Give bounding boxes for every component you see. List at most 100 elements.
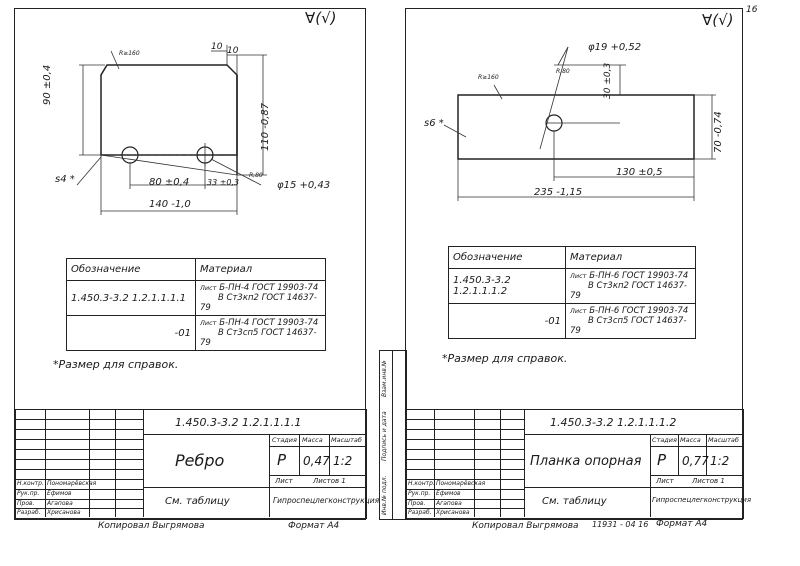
stamp-title-right: Планка опорная xyxy=(530,454,642,469)
doc-number: 11931 - 04 16 xyxy=(592,520,649,529)
row2-mat-a-right: Б-ПН-6 ГОСТ 19903-74 xyxy=(589,306,689,316)
name-1-right: Пономарёвская xyxy=(436,480,486,487)
role-razrab: Разраб. xyxy=(17,509,41,516)
name-3-right: Агапова xyxy=(436,500,462,507)
dim-top-10-b: 10 xyxy=(227,46,239,56)
copied-by-right: Копировал Выгрямова xyxy=(472,521,579,531)
dim-hole-right: φ19 +0,52 xyxy=(588,42,642,53)
name-4-right: Хрисанова xyxy=(436,509,470,516)
name-3: Агапова xyxy=(47,500,73,507)
side-margin-strip: Инв.№ подл. Подпись и дата Взам.инв.№ xyxy=(379,350,407,520)
stamp-title: Ребро xyxy=(175,451,225,470)
role-rukpr: Рук.пр. xyxy=(17,490,40,497)
roughness-symbol-right: ∀(√) xyxy=(702,11,734,29)
roughness-symbol: ∀(√) xyxy=(305,9,337,27)
row1-mat-b: В Ст3кп2 ГОСТ 14637-79 xyxy=(200,293,317,313)
stamp-scale: 1:2 xyxy=(333,454,353,468)
row1-mat-b-right: В Ст3кп2 ГОСТ 14637-79 xyxy=(570,281,687,301)
reference-note: *Размер для справок. xyxy=(53,358,179,371)
row1-code: 1.450.3-3.2 1.2.1.1.1.1 xyxy=(66,280,196,316)
role-razrab-right: Разраб. xyxy=(408,509,432,516)
dim-right-height: 110 -0,87 xyxy=(260,102,271,151)
stamp-see-table: См. таблицу xyxy=(165,496,230,507)
stamp-mass-right: 0,77 xyxy=(682,454,709,468)
stamp-sheets: Листов 1 xyxy=(313,477,346,485)
stamp-stage: Р xyxy=(277,451,287,469)
dim-height-right: 70 -0,74 xyxy=(713,111,724,153)
dim-r80-right: R,80 xyxy=(556,68,570,75)
stamp-code-right: 1.450.3-3.2 1.2.1.1.1.2 xyxy=(550,416,677,429)
dim-hole: φ15 +0,43 xyxy=(277,180,331,191)
dim-33: 33 ±0,3 xyxy=(207,178,240,187)
radius-label-right: R≥160 xyxy=(478,74,499,81)
row1-mat-a-right: Б-ПН-6 ГОСТ 19903-74 xyxy=(589,271,689,281)
material-table-right: Обозначение Материал 1.450.3-3.2 1.2.1.1… xyxy=(448,246,696,339)
row2-prefix: Лист xyxy=(200,319,217,327)
stamp-h-stage: Стадия xyxy=(272,436,297,444)
role-prov: Пров. xyxy=(17,500,35,507)
dim-130: 130 ±0,5 xyxy=(616,167,663,178)
col-material-right: Материал xyxy=(565,246,696,269)
role-prov-right: Пров. xyxy=(408,500,426,507)
stamp-scale-right: 1:2 xyxy=(710,454,730,468)
stamp-sheets-right: Листов 1 xyxy=(692,477,725,485)
dim-top-10-a: 10 xyxy=(211,42,223,52)
row2-mat-b-right: В Ст3сп5 ГОСТ 14637-79 xyxy=(570,316,687,336)
stamp-org: Гипроспецлегконструкция xyxy=(273,496,380,505)
stamp-mass: 0,47 xyxy=(303,454,330,468)
radius-label: R≥160 xyxy=(119,50,140,57)
stamp-see-table-right: См. таблицу xyxy=(542,496,607,507)
right-drawing-sheet: ∀(√) R≥160 φ19 +0,52 R,80 30 ±0,3 s6 * 7… xyxy=(405,8,751,529)
dim-235: 235 -1,15 xyxy=(534,187,583,198)
name-2-right: Ефимов xyxy=(436,490,461,497)
role-rukpr-right: Рук.пр. xyxy=(408,490,431,497)
side-label-replace: Взам.инв.№ xyxy=(381,360,388,397)
format-left: Формат А4 xyxy=(288,521,340,531)
col-material: Материал xyxy=(195,258,326,281)
material-table: Обозначение Материал 1.450.3-3.2 1.2.1.1… xyxy=(66,258,326,351)
row1-prefix: Лист xyxy=(200,284,217,292)
stamp-stage-right: Р xyxy=(657,451,667,469)
name-1: Пономарёвская xyxy=(47,480,97,487)
col-designation-right: Обозначение xyxy=(448,246,566,269)
side-label-inv: Инв.№ подл. xyxy=(381,475,388,516)
row2-mat-b: В Ст3сп5 ГОСТ 14637-79 xyxy=(200,328,317,348)
row1-mat-a: Б-ПН-4 ГОСТ 19903-74 xyxy=(219,283,319,293)
stamp-h-scale: Масштаб xyxy=(331,436,362,444)
row1-prefix-right: Лист xyxy=(570,272,587,280)
page-number: 16 xyxy=(746,5,758,15)
row2-prefix-right: Лист xyxy=(570,307,587,315)
row2-mat-a: Б-ПН-4 ГОСТ 19903-74 xyxy=(219,318,319,328)
stamp-sheet: Лист xyxy=(275,477,293,485)
stamp-org-right: Гипроспецлегконструкция xyxy=(652,496,752,504)
row2-code: -01 xyxy=(66,315,196,351)
left-drawing-sheet: ∀(√) R≥160 10 10 xyxy=(14,8,379,520)
row2-code-right: -01 xyxy=(448,303,566,339)
role-nkontr: Н.контр. xyxy=(17,480,44,487)
name-4: Хрисанова xyxy=(47,509,81,516)
dim-80: 80 ±0,4 xyxy=(149,177,190,188)
dim-height: 90 ±0,4 xyxy=(42,64,53,105)
dim-r80: R,80 xyxy=(249,172,263,179)
dim-thickness-right: s6 * xyxy=(424,118,444,129)
side-label-sign: Подпись и дата xyxy=(381,411,388,461)
reference-note-right: *Размер для справок. xyxy=(442,352,568,365)
stamp-h-mass: Масса xyxy=(302,436,323,444)
copied-by-left: Копировал Выгрямова xyxy=(98,521,205,531)
rib-part-drawing xyxy=(76,45,267,215)
dim-thickness: s4 * xyxy=(55,174,75,185)
support-plate-drawing xyxy=(443,46,716,201)
stamp-h-mass-right: Масса xyxy=(680,436,701,444)
name-2: Ефимов xyxy=(47,490,72,497)
format-right: Формат А4 xyxy=(656,519,708,529)
stamp-code: 1.450.3-3.2 1.2.1.1.1.1 xyxy=(175,416,302,429)
stamp-h-stage-right: Стадия xyxy=(652,436,677,444)
dim-30-right: 30 ±0,3 xyxy=(603,62,613,99)
row1-code-right: 1.450.3-3.2 1.2.1.1.1.2 xyxy=(448,268,566,304)
role-nkontr-right: Н.контр. xyxy=(408,480,435,487)
dim-width: 140 -1,0 xyxy=(149,199,191,210)
title-block xyxy=(15,409,367,519)
col-designation: Обозначение xyxy=(66,258,196,281)
stamp-sheet-right: Лист xyxy=(656,477,674,485)
stamp-h-scale-right: Масштаб xyxy=(708,436,739,444)
